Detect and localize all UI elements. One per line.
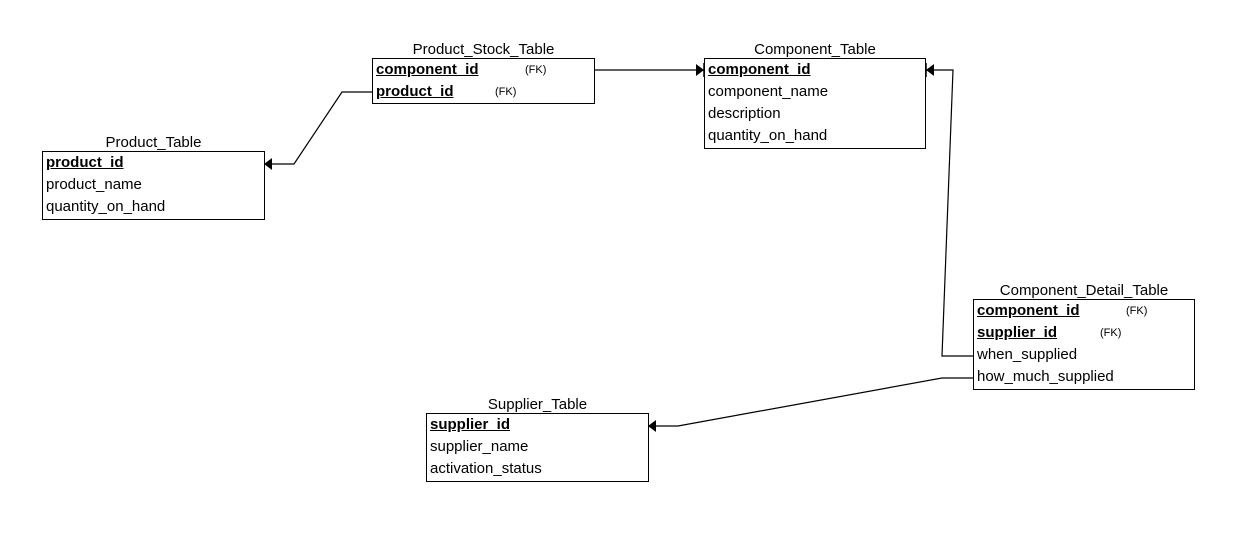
field-product-id[interactable]: product_id (FK) bbox=[373, 81, 594, 103]
table-body: component_id (FK) supplier_id (FK) when_… bbox=[973, 299, 1195, 390]
table-body: component_id (FK) product_id (FK) bbox=[372, 58, 595, 104]
field-how-much-supplied[interactable]: how_much_supplied bbox=[977, 368, 1114, 385]
fk-label: (FK) bbox=[525, 64, 547, 76]
field-supplier-id[interactable]: supplier_id (FK) bbox=[974, 322, 1194, 344]
field-component-id[interactable]: component_id bbox=[708, 61, 811, 78]
table-body: product_id product_name quantity_on_hand bbox=[42, 151, 265, 220]
table-title: Product_Table bbox=[105, 134, 202, 151]
field-component-id[interactable]: component_id (FK) bbox=[373, 59, 594, 81]
table-title: Component_Table bbox=[754, 41, 876, 58]
arrowhead-component bbox=[696, 64, 704, 76]
field-activation-status[interactable]: activation_status bbox=[430, 460, 542, 477]
fk-label: (FK) bbox=[495, 86, 517, 98]
connector-detail-to-supplier bbox=[648, 377, 973, 427]
table-title: Product_Stock_Table bbox=[412, 41, 555, 58]
supplier-table[interactable]: Supplier_Table supplier_id supplier_name… bbox=[426, 397, 649, 482]
field-when-supplied[interactable]: when_supplied bbox=[977, 346, 1078, 363]
field-component-name[interactable]: component_name bbox=[708, 83, 829, 100]
table-body: supplier_id supplier_name activation_sta… bbox=[426, 413, 649, 482]
component-detail-table[interactable]: Component_Detail_Table component_id (FK)… bbox=[973, 283, 1195, 390]
table-body: component_id component_name description … bbox=[704, 58, 926, 149]
component-table[interactable]: Component_Table component_id component_n… bbox=[704, 42, 926, 149]
field-description[interactable]: description bbox=[708, 105, 781, 122]
field-quantity-on-hand[interactable]: quantity_on_hand bbox=[46, 198, 166, 215]
arrowhead-product bbox=[264, 158, 272, 170]
connector-detail-to-component bbox=[926, 69, 973, 357]
field-supplier-id[interactable]: supplier_id bbox=[430, 416, 511, 433]
arrowhead-supplier bbox=[648, 420, 656, 432]
connector-stock-to-product bbox=[264, 91, 372, 165]
field-component-id[interactable]: component_id (FK) bbox=[974, 300, 1194, 322]
table-title: Supplier_Table bbox=[487, 396, 588, 413]
product-stock-table[interactable]: Product_Stock_Table component_id (FK) pr… bbox=[372, 42, 595, 104]
fk-label: (FK) bbox=[1126, 305, 1148, 317]
field-product-id[interactable]: product_id bbox=[46, 154, 124, 171]
field-supplier-name[interactable]: supplier_name bbox=[430, 438, 529, 455]
arrowhead-component-right bbox=[926, 64, 934, 76]
fk-label: (FK) bbox=[1100, 327, 1122, 339]
field-quantity-on-hand[interactable]: quantity_on_hand bbox=[708, 127, 828, 144]
table-title: Component_Detail_Table bbox=[999, 282, 1169, 299]
field-product-name[interactable]: product_name bbox=[46, 176, 142, 193]
product-table[interactable]: Product_Table product_id product_name qu… bbox=[42, 135, 265, 220]
